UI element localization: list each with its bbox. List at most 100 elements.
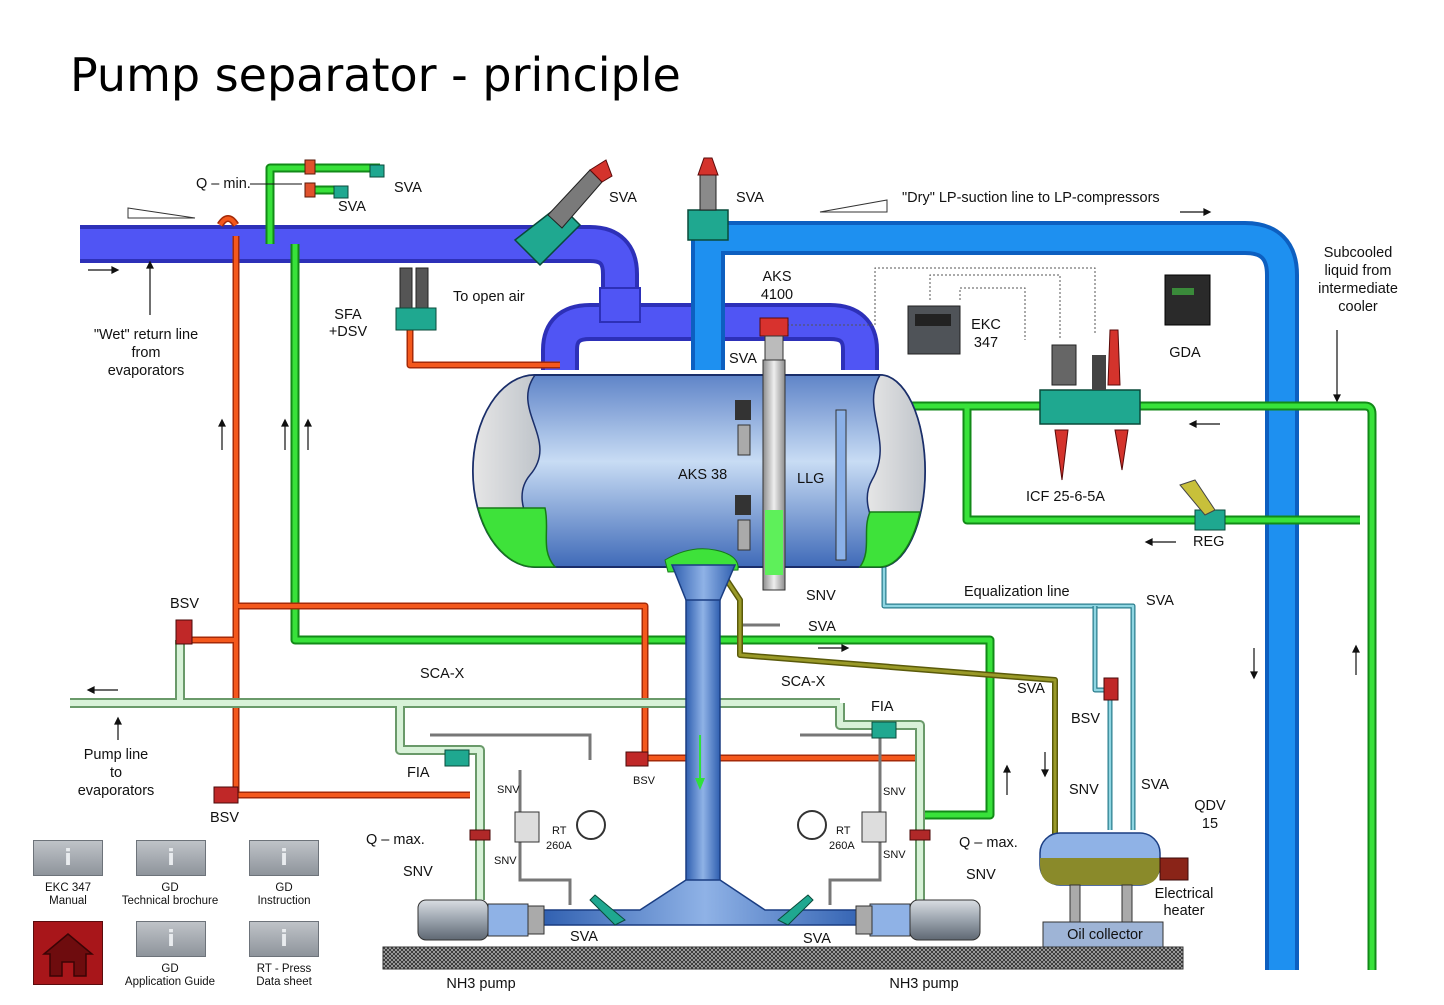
label-llg: LLG (797, 471, 824, 487)
label-equalization: Equalization line (964, 584, 1070, 600)
suction-sva-valve (687, 157, 729, 241)
label-pump-line-3: evaporators (78, 783, 155, 799)
label-fia-2: FIA (407, 765, 430, 781)
label-wet-return-2: from (132, 345, 161, 361)
liquid-pipes (265, 163, 1377, 970)
label-heater-2: heater (1163, 903, 1204, 919)
label-snv-7: SNV (403, 864, 433, 880)
label-ekc-1: EKC (971, 317, 1001, 333)
label-sva-1: SVA (394, 180, 422, 196)
label-q-min: Q – min. (196, 176, 251, 192)
ekc347-controller (907, 305, 961, 355)
label-snv-3: SNV (883, 786, 906, 798)
liquid-level-left (477, 507, 557, 568)
label-rt-1b: 260A (546, 840, 572, 852)
label-pump-line-1: Pump line (84, 747, 148, 763)
label-sva-5: SVA (729, 351, 757, 367)
caption-line: Application Guide (124, 976, 216, 988)
label-sva-4: SVA (736, 190, 764, 206)
label-snv-1: SNV (806, 588, 836, 604)
label-sva-2: SVA (338, 199, 366, 215)
info-icon: i (136, 921, 206, 957)
label-dry-suction: "Dry" LP-suction line to LP-compressors (902, 190, 1160, 206)
label-rt-2b: 260A (829, 840, 855, 852)
label-sva-10: SVA (570, 929, 598, 945)
caption-line: Data sheet (256, 976, 312, 988)
label-bsv-4: BSV (210, 810, 239, 826)
icf-valve-station (1039, 329, 1141, 481)
label-snv-4: SNV (494, 855, 517, 867)
label-sva-3: SVA (609, 190, 637, 206)
caption-line: EKC 347 (44, 882, 92, 894)
nh3-pump-right (855, 899, 981, 941)
label-subcooled-4: cooler (1338, 299, 1378, 315)
reg-valve (1179, 479, 1226, 531)
label-fia-1: FIA (871, 699, 894, 715)
label-sva-6: SVA (808, 619, 836, 635)
label-sva-11: SVA (803, 931, 831, 947)
oil-drain-pipe (717, 568, 1058, 840)
label-snv-6: SNV (1069, 782, 1099, 798)
caption-line: RT - Press (256, 963, 312, 975)
label-sca-x-1: SCA-X (420, 666, 465, 682)
label-bsv-2: BSV (1071, 711, 1100, 727)
label-aks-1: AKS (762, 269, 791, 285)
label-snv-8: SNV (966, 867, 996, 883)
caption-line: Manual (49, 895, 87, 907)
dry-suction-pipe (691, 221, 1299, 970)
fia-valves (444, 721, 897, 767)
rt260a-switches (514, 810, 887, 843)
small-sva-valves (304, 159, 385, 199)
caption-line: Technical brochure (121, 895, 219, 907)
home-button[interactable] (33, 921, 103, 985)
label-bsv-3: BSV (633, 775, 656, 787)
nh3-pump-left (417, 899, 545, 941)
label-q-max-1: Q – max. (366, 832, 425, 848)
label-rt-2a: RT (836, 825, 851, 837)
label-reg: REG (1193, 534, 1224, 550)
sfa-dsv-valves (395, 267, 437, 331)
label-q-max-2: Q – max. (959, 835, 1018, 851)
label-snv-2: SNV (497, 784, 520, 796)
oil-collector-vessel (1039, 832, 1189, 948)
label-heater-1: Electrical (1155, 886, 1214, 902)
label-ekc-2: 347 (974, 335, 998, 351)
label-qdv-2: 15 (1202, 816, 1218, 832)
label-aks38: AKS 38 (678, 467, 727, 483)
slope-indicators (127, 199, 888, 219)
label-nh3-pump-1: NH3 pump (446, 976, 515, 992)
label-subcooled-1: Subcooled (1324, 245, 1393, 261)
level-glass-llg (759, 317, 847, 591)
label-subcooled-3: intermediate (1318, 281, 1398, 297)
gda-detector (1164, 274, 1211, 326)
label-sva-7: SVA (1146, 593, 1174, 609)
label-pump-line-2: to (110, 765, 122, 781)
label-gda: GDA (1169, 345, 1201, 361)
label-qdv-1: QDV (1194, 798, 1226, 814)
main-sva-valve (513, 159, 613, 267)
label-wet-return-3: evaporators (108, 363, 185, 379)
label-sfa-2: +DSV (329, 324, 368, 340)
control-wiring (775, 267, 1096, 340)
info-icon: i (249, 921, 319, 957)
bsv-valves (175, 619, 1119, 804)
label-sva-8: SVA (1017, 681, 1045, 697)
label-sfa-1: SFA (334, 307, 362, 323)
label-icf: ICF 25-6-5A (1026, 489, 1105, 505)
info-icon: i (249, 840, 319, 876)
liquid-level-right (858, 511, 921, 568)
label-oil-collector: Oil collector (1067, 927, 1143, 943)
caption-line: Instruction (257, 895, 311, 907)
separator-vessel (472, 374, 926, 573)
label-snv-5: SNV (883, 849, 906, 861)
label-bsv-1: BSV (170, 596, 199, 612)
caption-line: GD (161, 963, 179, 975)
info-icon: i (33, 840, 103, 876)
label-nh3-pump-2: NH3 pump (889, 976, 958, 992)
